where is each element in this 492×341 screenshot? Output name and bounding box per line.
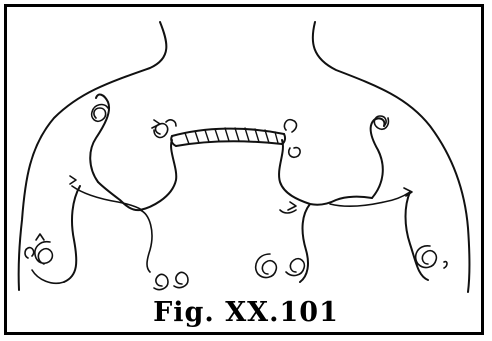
figure-caption: Fig. XX.101 (0, 297, 492, 328)
neck-right-outline (313, 22, 470, 292)
left-lower-lobe (140, 210, 152, 272)
left-ring-arm (98, 140, 176, 210)
neck-left-outline (19, 22, 167, 290)
left-arm-outer (64, 186, 80, 282)
hatched-bar-icon (171, 128, 285, 146)
right-shoulder-loop (371, 118, 385, 198)
right-ring-arm (279, 140, 372, 205)
right-lower-lobe (300, 204, 310, 282)
left-arm-small-curl (32, 270, 64, 283)
arrow-mark-icon (36, 120, 412, 240)
